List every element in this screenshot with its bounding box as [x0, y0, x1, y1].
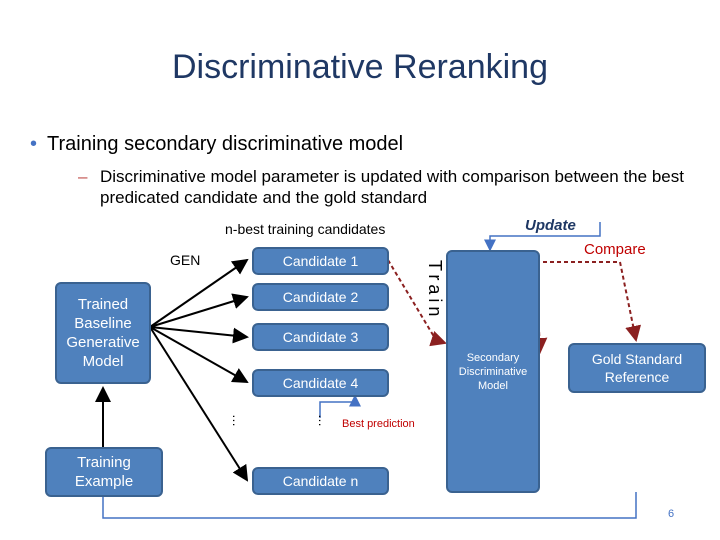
page-number: 6 [668, 508, 675, 520]
secondary-model-label: Secondary Discriminative Model [458, 351, 528, 392]
nbest-label: n-best training candidates [225, 221, 386, 237]
ellipsis-left: … [230, 414, 245, 427]
bullet-level-2-text: Discriminative model parameter is update… [100, 167, 684, 207]
candidate-label-2: Candidate 2 [282, 289, 359, 305]
candidate-box-1: Candidate 1 [252, 247, 389, 275]
compare-label: Compare [584, 241, 646, 258]
gold-standard-box: Gold Standard Reference [568, 343, 706, 393]
training-example-label: Training Example [74, 454, 134, 490]
compare-line-top [536, 261, 642, 342]
gen-arrow-4 [149, 326, 249, 383]
gold-standard-label: Gold Standard Reference [591, 351, 683, 385]
candidate-label-1: Candidate 1 [282, 253, 359, 269]
bullet-level-2: – Discriminative model parameter is upda… [78, 166, 698, 208]
gen-label: GEN [170, 252, 201, 268]
candidate-label-4: Candidate 4 [282, 375, 359, 391]
candidate-box-2: Candidate 2 [252, 283, 389, 311]
candidate-label-n: Candidate n [282, 473, 359, 489]
bullet-level-1-text: Training secondary discriminative model [47, 133, 404, 155]
slide-title: Discriminative Reranking [171, 48, 548, 86]
baseline-model-box: Trained Baseline Generative Model [55, 282, 151, 384]
feedback-loop-line [102, 492, 637, 519]
candidate-label-3: Candidate 3 [282, 329, 359, 345]
gen-arrow-2 [149, 293, 249, 328]
best-prediction-bracket [319, 394, 361, 418]
baseline-model-label: Trained Baseline Generative Model [66, 296, 140, 370]
gen-arrow-1 [149, 258, 249, 328]
ellipsis-middle: … [316, 414, 331, 427]
bullet-level-1: • Training secondary discriminative model [30, 133, 403, 156]
best-prediction-label: Best prediction [342, 418, 415, 430]
gen-arrow-3 [149, 326, 249, 344]
update-arrow [484, 222, 601, 252]
train-arrow [387, 259, 447, 347]
candidate-box-4: Candidate 4 [252, 369, 389, 397]
training-example-box: Training Example [45, 447, 163, 497]
candidate-box-3: Candidate 3 [252, 323, 389, 351]
update-label: Update [525, 217, 576, 234]
bullet-dot-icon: • [30, 133, 38, 155]
gen-arrow-n [149, 326, 249, 482]
secondary-model-box: Secondary Discriminative Model [446, 250, 540, 493]
train-label: Train [425, 260, 445, 321]
bullet-dash-icon: – [78, 167, 88, 186]
candidate-box-n: Candidate n [252, 467, 389, 495]
